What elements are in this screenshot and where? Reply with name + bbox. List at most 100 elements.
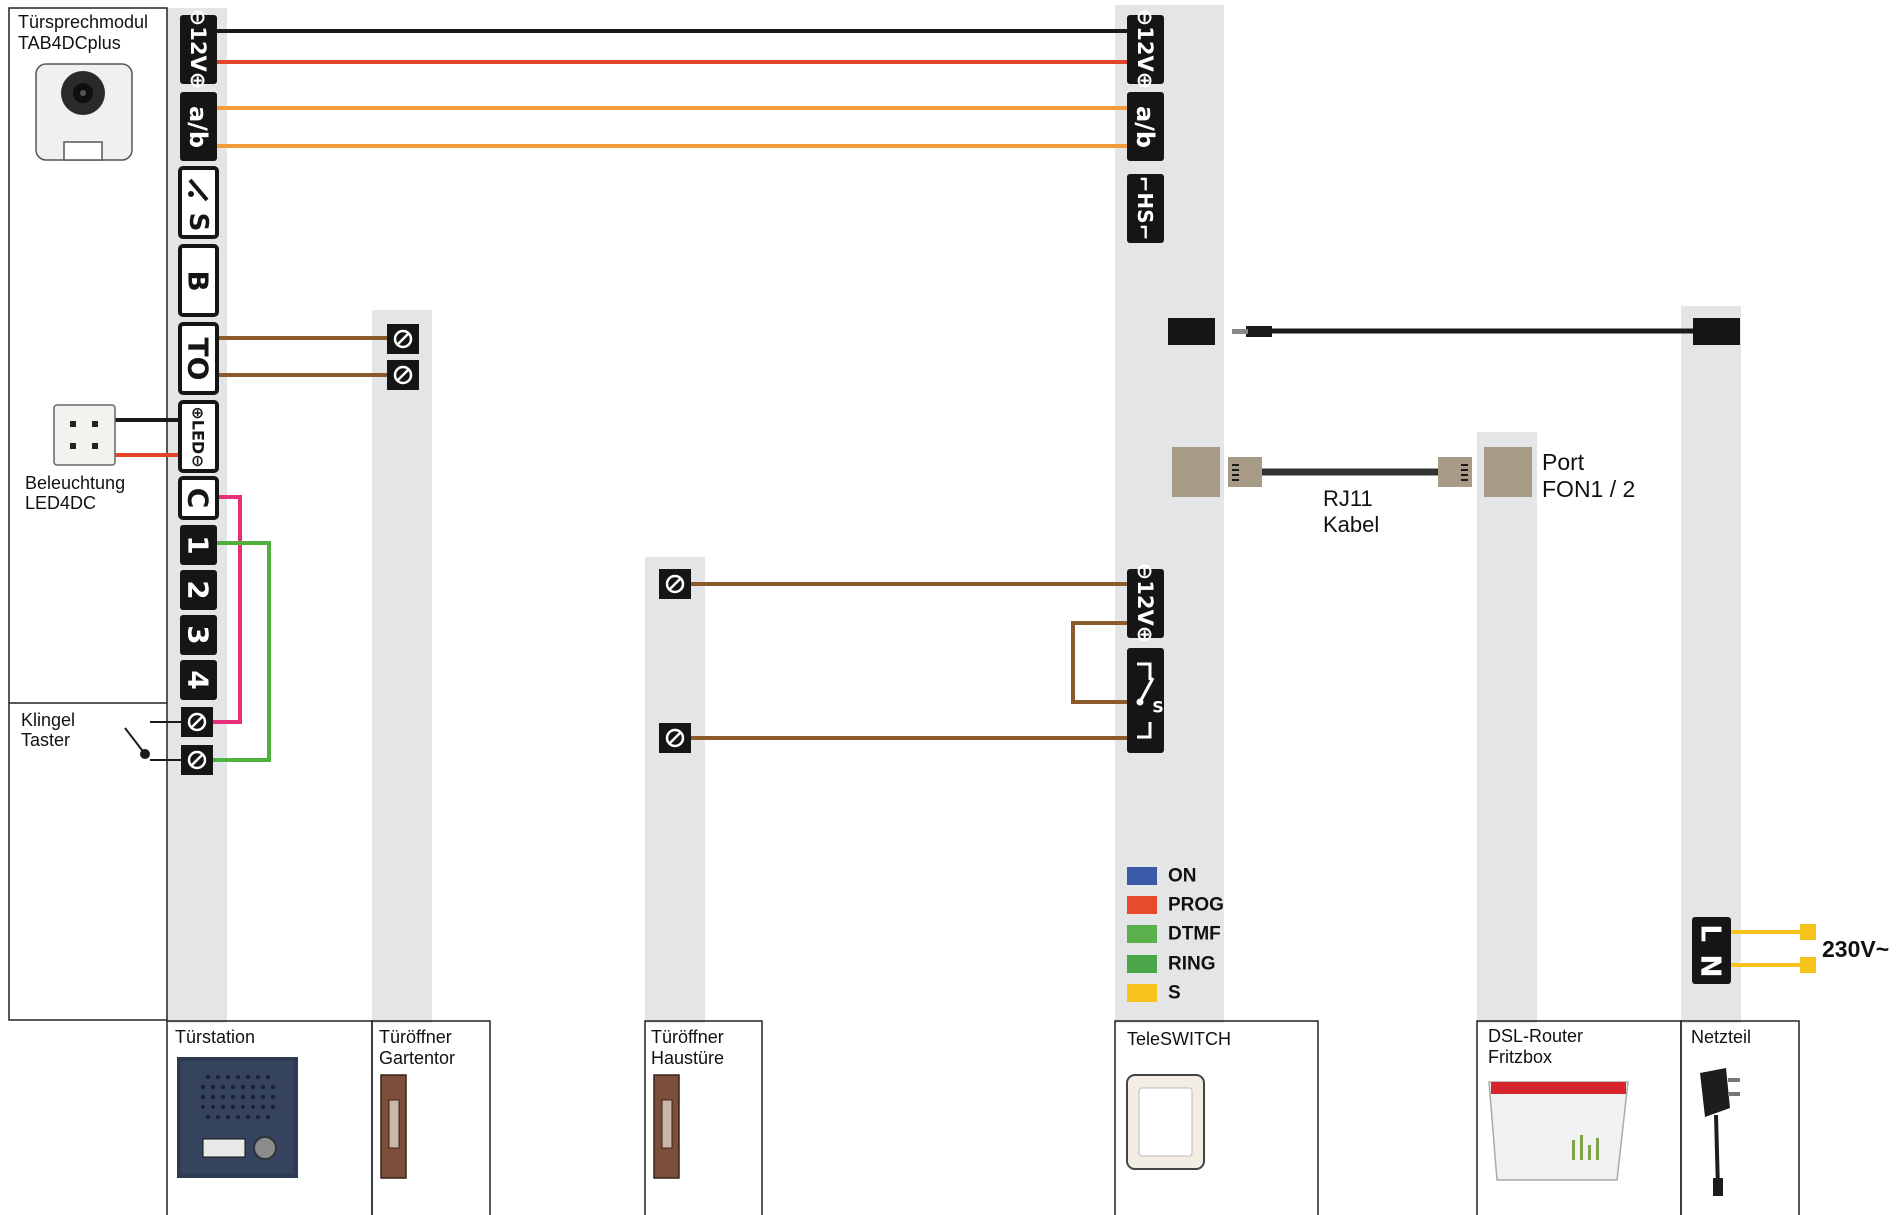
svg-text:⊕LED⊖: ⊕LED⊖ bbox=[189, 406, 208, 467]
device-label-router-2: Fritzbox bbox=[1488, 1047, 1552, 1067]
house-opener-image bbox=[653, 1074, 680, 1179]
teleswitch-dc-socket bbox=[1168, 318, 1215, 345]
teleswitch-rj11-socket bbox=[1172, 447, 1220, 497]
svg-text:⊖12V⊕: ⊖12V⊕ bbox=[1133, 9, 1157, 90]
svg-text:C: C bbox=[182, 488, 215, 509]
screw-garden-1 bbox=[387, 324, 419, 354]
screw-house-2 bbox=[659, 723, 691, 753]
door-terminal-12v: ⊖12V⊕ bbox=[180, 9, 217, 90]
teleswitch-terminal-12v-bottom: ⊖12V⊕ bbox=[1127, 563, 1164, 644]
svg-text:L: L bbox=[1695, 924, 1728, 942]
door-module-label-2: TAB4DCplus bbox=[18, 33, 121, 53]
legend-item-on: ON bbox=[1127, 866, 1197, 887]
device-label-router-1: DSL-Router bbox=[1488, 1026, 1583, 1046]
device-label-gartentor-2: Gartentor bbox=[379, 1048, 455, 1068]
door-terminal-2: 2 bbox=[180, 570, 217, 610]
device-label-netzteil: Netzteil bbox=[1691, 1027, 1751, 1047]
bell-label-1: Klingel bbox=[21, 710, 75, 730]
svg-text:S: S bbox=[1152, 698, 1164, 717]
rj11-label-2: Kabel bbox=[1323, 512, 1379, 537]
wires-led bbox=[115, 418, 182, 457]
device-label-turstation: Türstation bbox=[175, 1027, 255, 1047]
wire-1-green bbox=[210, 541, 271, 762]
psu-dc-socket bbox=[1693, 318, 1740, 345]
svg-text:⌐HS⌐: ⌐HS⌐ bbox=[1133, 176, 1157, 241]
door-terminal-4: 4 bbox=[180, 660, 217, 700]
svg-text:B: B bbox=[182, 270, 215, 291]
screw-garden-2 bbox=[387, 360, 419, 390]
psu-terminal-ln: L N bbox=[1692, 917, 1731, 984]
screw-terminals bbox=[181, 324, 691, 775]
bell-label-2: Taster bbox=[21, 730, 70, 750]
rail-garden-opener bbox=[372, 310, 432, 1023]
lighting-label-2: LED4DC bbox=[25, 493, 96, 513]
wires-12v bbox=[214, 29, 1130, 64]
svg-text:DTMF: DTMF bbox=[1168, 924, 1221, 945]
door-terminal-3: 3 bbox=[180, 615, 217, 655]
svg-text:⊖12V⊕: ⊖12V⊕ bbox=[1133, 563, 1157, 644]
screw-bell-2 bbox=[181, 745, 213, 775]
device-label-haustur-1: Türöffner bbox=[651, 1027, 724, 1047]
door-terminal-to: TO bbox=[178, 322, 219, 395]
svg-text:a/b: a/b bbox=[1131, 106, 1159, 148]
speaker-module-icon bbox=[35, 63, 133, 161]
wire-dc-plug bbox=[1232, 326, 1700, 337]
device-label-haustur-2: Haustüre bbox=[651, 1048, 724, 1068]
screw-house-1 bbox=[659, 569, 691, 599]
device-label-teleswitch: TeleSWITCH bbox=[1127, 1029, 1231, 1049]
door-station-image bbox=[177, 1057, 298, 1178]
rail-house-opener bbox=[645, 557, 705, 1023]
svg-text:⊖12V⊕: ⊖12V⊕ bbox=[186, 9, 210, 90]
legend-item-dtmf: DTMF bbox=[1127, 924, 1221, 945]
wire-rj11 bbox=[1228, 457, 1472, 487]
wires-bell bbox=[124, 721, 182, 761]
rail-power-supply bbox=[1681, 306, 1741, 1023]
wires-mains bbox=[1730, 924, 1816, 973]
door-terminal-1: 1 bbox=[180, 525, 217, 565]
svg-text:RING: RING bbox=[1168, 954, 1216, 975]
svg-text:PROG: PROG bbox=[1168, 895, 1224, 916]
legend-item-s: S bbox=[1127, 983, 1181, 1004]
teleswitch-terminal-12v-top: ⊖12V⊕ bbox=[1127, 9, 1164, 90]
power-adapter-image bbox=[1700, 1068, 1740, 1196]
door-module-label-1: Türsprechmodul bbox=[18, 12, 148, 32]
router-image bbox=[1488, 1081, 1629, 1181]
wires-ab bbox=[214, 106, 1130, 148]
teleswitch-image bbox=[1126, 1074, 1205, 1170]
mains-label: 230V~ bbox=[1822, 936, 1889, 962]
door-terminal-c: C bbox=[178, 476, 219, 520]
led-module-icon bbox=[53, 404, 116, 466]
legend-item-ring: RING bbox=[1127, 954, 1216, 975]
garden-opener-image bbox=[380, 1074, 407, 1179]
svg-text:a/b: a/b bbox=[184, 106, 212, 148]
svg-text:1: 1 bbox=[182, 535, 215, 554]
lighting-label-1: Beleuchtung bbox=[25, 473, 125, 493]
status-legend: ON PROG DTMF RING S bbox=[1127, 866, 1224, 1004]
legend-item-prog: PROG bbox=[1127, 895, 1224, 916]
wires-to bbox=[214, 336, 390, 377]
router-rj11-socket bbox=[1484, 447, 1532, 497]
svg-text:S: S bbox=[1168, 983, 1181, 1004]
device-label-gartentor-1: Türöffner bbox=[379, 1027, 452, 1047]
svg-text:N: N bbox=[1695, 954, 1728, 977]
teleswitch-terminal-ab: a/b bbox=[1127, 92, 1164, 161]
svg-text:S: S bbox=[183, 213, 213, 232]
wires-house-opener bbox=[690, 582, 1140, 740]
port-label-1: Port bbox=[1542, 449, 1585, 475]
rail-router bbox=[1477, 432, 1537, 1023]
door-terminal-ab: a/b bbox=[180, 92, 217, 161]
svg-text:2: 2 bbox=[182, 580, 215, 599]
wire-c-pink bbox=[210, 495, 242, 724]
port-label-2: FON1 / 2 bbox=[1542, 476, 1635, 502]
teleswitch-terminal-s: S bbox=[1127, 648, 1164, 753]
door-module-frame bbox=[8, 7, 168, 1021]
device-boxes bbox=[166, 1020, 1800, 1215]
teleswitch-terminal-hs: ⌐HS⌐ bbox=[1127, 174, 1164, 243]
svg-text:4: 4 bbox=[182, 670, 215, 689]
screw-bell-1 bbox=[181, 707, 213, 737]
door-terminal-led: ⊕LED⊖ bbox=[178, 400, 219, 473]
door-terminal-s: S bbox=[178, 166, 219, 239]
svg-text:3: 3 bbox=[182, 625, 215, 644]
svg-text:ON: ON bbox=[1168, 866, 1197, 887]
